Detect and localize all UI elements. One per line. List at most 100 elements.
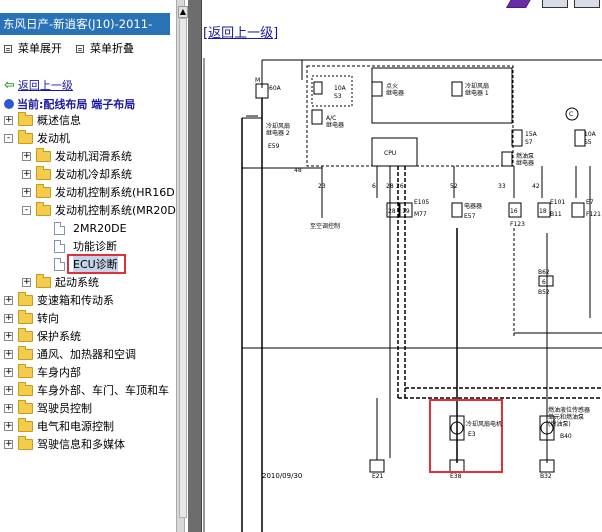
dg-e57: E57 bbox=[464, 213, 476, 220]
folder-icon bbox=[36, 274, 51, 288]
expand-icon[interactable]: + bbox=[4, 295, 13, 305]
tree-node-label: 电气和电源控制 bbox=[37, 420, 114, 433]
dg-pin-18: 18 bbox=[539, 208, 547, 215]
dg-pin-19: 19 bbox=[402, 208, 410, 215]
tree-node[interactable]: + 转向 bbox=[0, 310, 176, 328]
expand-icon[interactable]: + bbox=[22, 277, 31, 287]
tree-node[interactable]: + 发动机冷却系统 bbox=[0, 166, 176, 184]
tree-node[interactable]: + 发动机控制系统(HR16D bbox=[0, 184, 176, 202]
current-prefix: 当前: bbox=[17, 98, 44, 111]
dg-relay-fan1: 冷却风扇继电器 1 bbox=[465, 82, 489, 97]
tree-node-label: 变速箱和传动系 bbox=[37, 294, 114, 307]
tree-node[interactable]: +保护系统 bbox=[0, 328, 176, 346]
tree-node-label: 发动机控制系统(HR16D bbox=[55, 186, 175, 199]
ecu-highlight-box bbox=[67, 254, 126, 274]
folder-icon bbox=[18, 418, 33, 432]
current-path: 配线布局 端子布局 bbox=[43, 98, 136, 111]
tree-node[interactable]: +起动系统 bbox=[0, 274, 176, 292]
dg-pin-6b: 6 bbox=[542, 279, 546, 286]
dg-date: 2010/09/30 bbox=[262, 472, 302, 480]
tree-node[interactable]: 2MR20DE bbox=[0, 220, 176, 238]
tree-node[interactable]: + 驾驶信息和多媒体 bbox=[0, 436, 176, 454]
expand-icon[interactable]: + bbox=[22, 169, 31, 179]
tree-node[interactable]: + 概述信息 bbox=[0, 112, 176, 130]
tree-node-label: 发动机 bbox=[37, 132, 70, 145]
folder-icon bbox=[18, 436, 33, 450]
current-location: 当前:配线布局 端子布局 bbox=[4, 96, 135, 112]
tree-node[interactable]: 功能诊断 bbox=[0, 238, 176, 256]
dg-relay-fan2: 冷却风扇继电器 2 bbox=[266, 122, 290, 137]
window-icon[interactable] bbox=[574, 0, 600, 8]
dg-pin-33: 33 bbox=[498, 183, 506, 190]
expand-icon[interactable]: + bbox=[4, 115, 13, 125]
tree-node[interactable]: - 发动机 bbox=[0, 130, 176, 148]
expand-icon[interactable]: + bbox=[4, 367, 13, 377]
folder-icon bbox=[18, 346, 33, 360]
dg-fuse-10a: 10A bbox=[334, 85, 347, 92]
pane-splitter[interactable] bbox=[188, 0, 202, 532]
dg-fuel-sender: 燃油液位传感器单元和燃油泵(燃油泵) bbox=[548, 406, 590, 428]
dg-pin-28a: 28 bbox=[386, 183, 394, 190]
dg-b32: B32 bbox=[540, 473, 552, 480]
dg-s3: S3 bbox=[334, 93, 342, 100]
tree-node-label: 驾驶员控制 bbox=[37, 402, 92, 415]
tree-node-label: 车身内部 bbox=[37, 366, 81, 379]
collapse-menu-button[interactable]: 菜单折叠 bbox=[76, 40, 134, 56]
expand-icon[interactable]: + bbox=[22, 187, 31, 197]
content-pane: [返回上一级] bbox=[202, 0, 602, 532]
tree-node[interactable]: - 发动机控制系统(MR20D bbox=[0, 202, 176, 220]
dg-b11: B11 bbox=[550, 211, 562, 218]
dg-e3: E3 bbox=[468, 431, 476, 438]
tree-node[interactable]: ECU诊断 bbox=[0, 256, 176, 274]
dg-pin-28b: 28 bbox=[388, 208, 396, 215]
tree-node-label: 概述信息 bbox=[37, 114, 81, 127]
scroll-up-arrow-icon[interactable]: ▲ bbox=[178, 6, 188, 18]
fan-motor-highlight bbox=[429, 399, 503, 473]
collapse-icon[interactable]: - bbox=[4, 134, 13, 143]
tree-node[interactable]: + 通风、加热器和空调 bbox=[0, 346, 176, 364]
dg-pin-23: 23 bbox=[318, 183, 326, 190]
folder-icon bbox=[18, 328, 33, 342]
back-arrow-icon: ⇦ bbox=[4, 78, 15, 93]
tree-node-label: 发动机控制系统(MR20D bbox=[55, 204, 176, 217]
tree-node[interactable]: + 电气和电源控制 bbox=[0, 418, 176, 436]
folder-icon bbox=[18, 400, 33, 414]
expand-icon[interactable]: + bbox=[4, 313, 13, 323]
dg-e38: E38 bbox=[450, 473, 462, 480]
tree-node-label: 驾驶信息和多媒体 bbox=[37, 438, 125, 451]
expand-icon[interactable]: + bbox=[4, 385, 13, 395]
folder-icon bbox=[18, 382, 33, 396]
expand-menu-button[interactable]: 菜单展开 bbox=[4, 40, 62, 56]
folder-icon bbox=[18, 292, 33, 306]
expand-icon[interactable]: + bbox=[4, 331, 13, 341]
tree-node[interactable]: +发动机润滑系统 bbox=[0, 148, 176, 166]
tree-node[interactable]: + 车身内部 bbox=[0, 364, 176, 382]
tree-node-label: 发动机冷却系统 bbox=[55, 168, 132, 181]
tree-node-label: 功能诊断 bbox=[73, 240, 117, 253]
expand-icon[interactable]: + bbox=[4, 439, 13, 449]
tree-node[interactable]: + 驾驶员控制 bbox=[0, 400, 176, 418]
expand-icon[interactable]: + bbox=[4, 349, 13, 359]
top-toolbar bbox=[502, 0, 602, 10]
expand-icon[interactable]: + bbox=[22, 151, 31, 161]
dg-e105: E105 bbox=[414, 199, 429, 206]
dg-fuse-60a: 60A bbox=[269, 85, 282, 92]
dg-pin-26: 26 bbox=[396, 183, 404, 190]
tree-node[interactable]: + 变速箱和传动系 bbox=[0, 292, 176, 310]
collapse-icon[interactable]: - bbox=[22, 206, 31, 215]
dg-fuse-15a: 15A bbox=[525, 131, 538, 138]
tree-node-label: 转向 bbox=[37, 312, 59, 325]
expand-icon[interactable]: + bbox=[4, 421, 13, 431]
dg-s5: S5 bbox=[584, 139, 592, 146]
back-link-right[interactable]: [返回上一级] bbox=[203, 26, 279, 41]
prev-arrow-icon[interactable] bbox=[505, 0, 535, 8]
back-link-left[interactable]: ⇦返回上一级 bbox=[4, 77, 73, 93]
window-icon[interactable] bbox=[542, 0, 568, 8]
tree-node[interactable]: +车身外部、车门、车顶和车 bbox=[0, 382, 176, 400]
expand-icon[interactable]: + bbox=[4, 403, 13, 413]
tree-node-label: 通风、加热器和空调 bbox=[37, 348, 136, 361]
dg-e21: E21 bbox=[372, 473, 384, 480]
left-scrollbar-thumb[interactable] bbox=[179, 18, 187, 518]
collapse-menu-label: 菜单折叠 bbox=[90, 42, 134, 55]
